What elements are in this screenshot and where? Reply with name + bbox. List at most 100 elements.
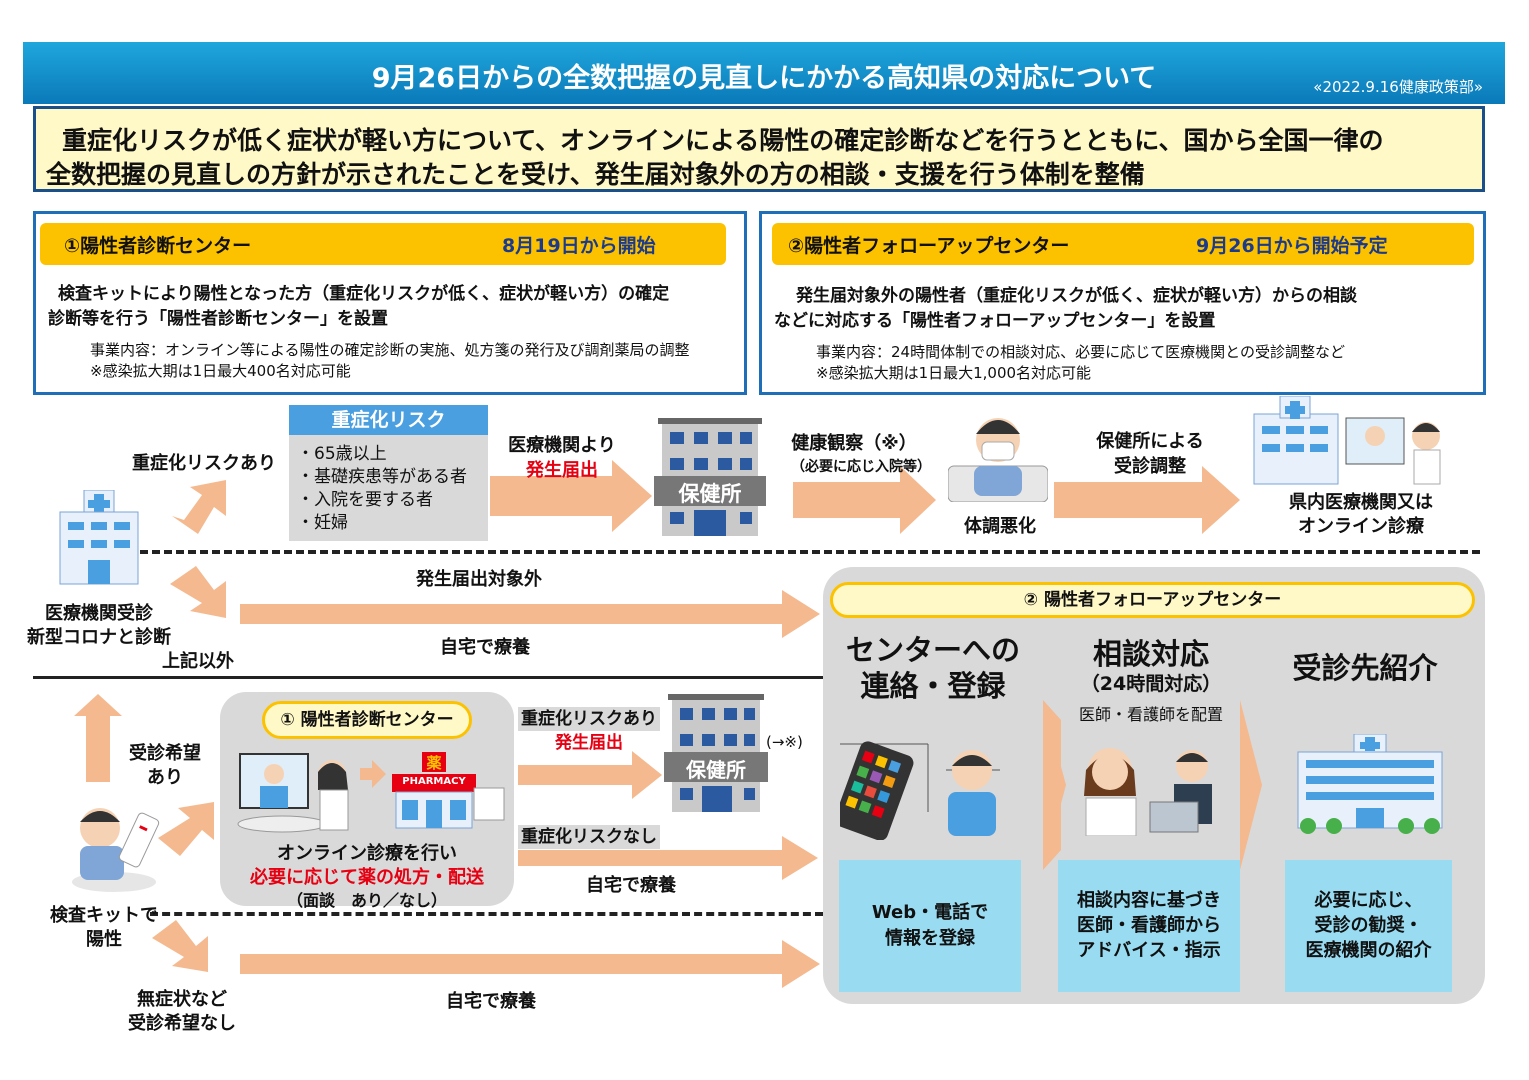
followup-center-pill: ② 陽性者フォローアップセンター	[830, 582, 1475, 618]
label-want-visit-1: 受診希望	[129, 743, 201, 764]
label-test-kit-1: 検査キットで	[50, 905, 158, 926]
followup-center-box: ②陽性者フォローアップセンター 9月26日から開始予定 発生届対象外の陽性者（重…	[759, 211, 1486, 395]
diagnosis-center-note-1: 事業内容：オンライン等による陽性の確定診断の実施、処方箋の発行及び調剤薬局の調整	[90, 341, 690, 359]
arrow-diag-down-bottom	[152, 920, 208, 972]
arrow-diag-up-top	[172, 480, 226, 534]
risk-criteria-title: 重症化リスク	[289, 405, 488, 435]
label-risk-yes: 重症化リスクあり	[132, 453, 276, 474]
diagnosis-center-header: ①陽性者診断センター 8月19日から開始	[40, 223, 726, 265]
label-health-observation: 健康観察（※）	[791, 433, 917, 454]
label-online-2: 必要に応じて薬の処方・配送	[250, 867, 484, 888]
label-from-hospital: 医療機関より	[508, 435, 616, 456]
summary-line-2: 全数把握の見直しの方針が示されたことを受け、発生届対象外の方の相談・支援を行う体…	[46, 160, 1145, 189]
followup-center-desc-1: 発生届対象外の陽性者（重症化リスクが低く、症状が軽い方）からの相談	[796, 286, 1357, 306]
health-center-sign: 保健所	[678, 482, 742, 506]
label-home-care-2: 自宅で療養	[586, 875, 676, 896]
followup-center-desc-2: などに対応する「陽性者フォローアップセンター」を設置	[774, 311, 1216, 331]
divider-dashed-bottom	[150, 912, 823, 916]
title-bar: 9月26日からの全数把握の見直しにかかる高知県の対応について «2022.9.1…	[23, 42, 1505, 104]
label-condition-worse: 体調悪化	[964, 516, 1036, 537]
label-online-1: オンライン診療を行い	[277, 843, 457, 864]
divider-dashed-top	[140, 550, 1480, 554]
hospital-online-icon	[1250, 395, 1450, 486]
sick-person-icon	[947, 406, 1049, 503]
label-hc-coordination-2: 受診調整	[1114, 456, 1186, 477]
summary-box: 重症化リスクが低く症状が軽い方について、オンラインによる陽性の確定診断などを行う…	[33, 106, 1485, 192]
health-center-building-icon: 保健所	[654, 418, 766, 536]
label-home-care-1: 自宅で療養	[440, 637, 530, 658]
diagnosis-center-pill: ① 陽性者診断センター	[262, 701, 472, 739]
label-risk-yes-2: 重症化リスクあり	[518, 707, 660, 731]
arrow-diag-up-bottom	[158, 802, 214, 856]
arrow-risk-none	[518, 836, 818, 880]
arrow-up-visit	[74, 694, 122, 782]
step-consult-24h: （24時間対応）	[1080, 673, 1222, 695]
diagnosis-center-note-2: ※感染拡大期は1日最大400名対応可能	[90, 362, 351, 380]
diagnosis-center-name: ①陽性者診断センター	[64, 235, 252, 257]
arrow-to-pharmacy	[360, 760, 386, 788]
risk-item-2: ・基礎疾患等がある者	[297, 467, 467, 487]
label-report-2: 発生届出	[555, 733, 623, 753]
risk-item-1: ・65歳以上	[297, 444, 387, 464]
step-consult: 相談対応	[1092, 637, 1209, 671]
diagnosis-center-date: 8月19日から開始	[502, 235, 656, 257]
health-center-building-icon-2: 保健所	[664, 694, 768, 812]
label-hospital-or-online-1: 県内医療機関又は	[1289, 492, 1433, 513]
risk-criteria-box: 重症化リスク ・65歳以上 ・基礎疾患等がある者 ・入院を要する者 ・妊婦	[289, 405, 488, 541]
label-test-kit-2: 陽性	[86, 929, 122, 950]
info-box-referral: 必要に応じ、 受診の勧奨・ 医療機関の紹介	[1285, 860, 1452, 992]
diagnosis-center-desc-1: 検査キットにより陽性となった方（重症化リスクが低く、症状が軽い方）の確定	[58, 284, 670, 304]
test-kit-person-icon	[70, 800, 170, 892]
arrow-to-worse	[793, 466, 936, 534]
label-no-symptom-1: 無症状など	[137, 989, 227, 1010]
followup-center-date: 9月26日から開始予定	[1196, 235, 1388, 257]
label-want-visit-2: あり	[147, 767, 183, 788]
info-box-advice-2: 医師・看護師から	[1077, 915, 1221, 936]
info-box-referral-2: 受診の勧奨・	[1314, 915, 1423, 936]
step-referral: 受診先紹介	[1292, 651, 1438, 685]
info-box-advice: 相談内容に基づき 医師・看護師から アドバイス・指示	[1058, 860, 1240, 992]
arrow-no-symptom	[240, 940, 820, 988]
followup-center-note-1: 事業内容：24時間体制での相談対応、必要に応じて医療機関との受診調整など	[816, 343, 1345, 361]
health-center-sign-2: 保健所	[686, 758, 746, 782]
info-box-register-1: Web・電話で	[871, 902, 989, 923]
info-box-advice-1: 相談内容に基づき	[1077, 890, 1221, 911]
label-hospital-or-online-2: オンライン診療	[1298, 516, 1424, 537]
step-consult-staff: 医師・看護師を配置	[1078, 705, 1223, 724]
arrow-followup-2	[1240, 700, 1262, 870]
doctor-operator-icon	[1078, 740, 1228, 837]
pharmacy-icon: 薬 PHARMACY	[392, 752, 506, 830]
label-hospitalize-if-needed: （必要に応じ入院等）	[791, 459, 931, 475]
step-contact-1: センターへの	[845, 633, 1020, 667]
followup-center-name: ②陽性者フォローアップセンター	[788, 235, 1070, 257]
label-risk-none: 重症化リスクなし	[518, 825, 660, 849]
page-title: 9月26日からの全数把握の見直しにかかる高知県の対応について	[371, 63, 1157, 94]
label-covid-diagnosis: 新型コロナと診断	[27, 627, 171, 648]
online-consult-icon	[236, 750, 356, 834]
info-box-register-2: 情報を登録	[885, 928, 975, 949]
divider-solid-middle	[33, 676, 823, 679]
info-box-referral-1: 必要に応じ、	[1314, 890, 1423, 911]
phone-caller-icon	[834, 740, 1000, 841]
hospital-building-icon	[1294, 733, 1446, 838]
arrow-diag-down-mid	[170, 566, 226, 618]
label-no-symptom-2: 受診希望なし	[128, 1013, 236, 1034]
label-ref-note: (→※)	[766, 733, 803, 751]
label-clinic-visit: 医療機関受診	[45, 603, 153, 624]
label-online-3: （面談 あり／なし）	[286, 891, 447, 910]
arrow-to-hokenjo	[490, 460, 652, 532]
label-other: 上記以外	[162, 651, 234, 672]
label-hc-coordination-1: 保健所による	[1096, 431, 1204, 452]
info-box-advice-3: アドバイス・指示	[1077, 940, 1221, 961]
diagnosis-center-box: ①陽性者診断センター 8月19日から開始 検査キットにより陽性となった方（重症化…	[33, 211, 747, 395]
label-not-report-target: 発生届出対象外	[416, 569, 542, 590]
followup-center-header: ②陽性者フォローアップセンター 9月26日から開始予定	[772, 223, 1474, 265]
step-contact-2: 連絡・登録	[860, 669, 1006, 703]
diagnosis-center-desc-2: 診断等を行う「陽性者診断センター」を設置	[48, 309, 388, 329]
summary-line-1: 重症化リスクが低く症状が軽い方について、オンラインによる陽性の確定診断などを行う…	[62, 126, 1384, 155]
label-home-care-3: 自宅で療養	[446, 991, 536, 1012]
pharmacy-kanji: 薬	[426, 754, 442, 772]
arrow-to-hokenjo-2	[518, 751, 662, 799]
arrow-followup-1b	[1043, 700, 1066, 870]
